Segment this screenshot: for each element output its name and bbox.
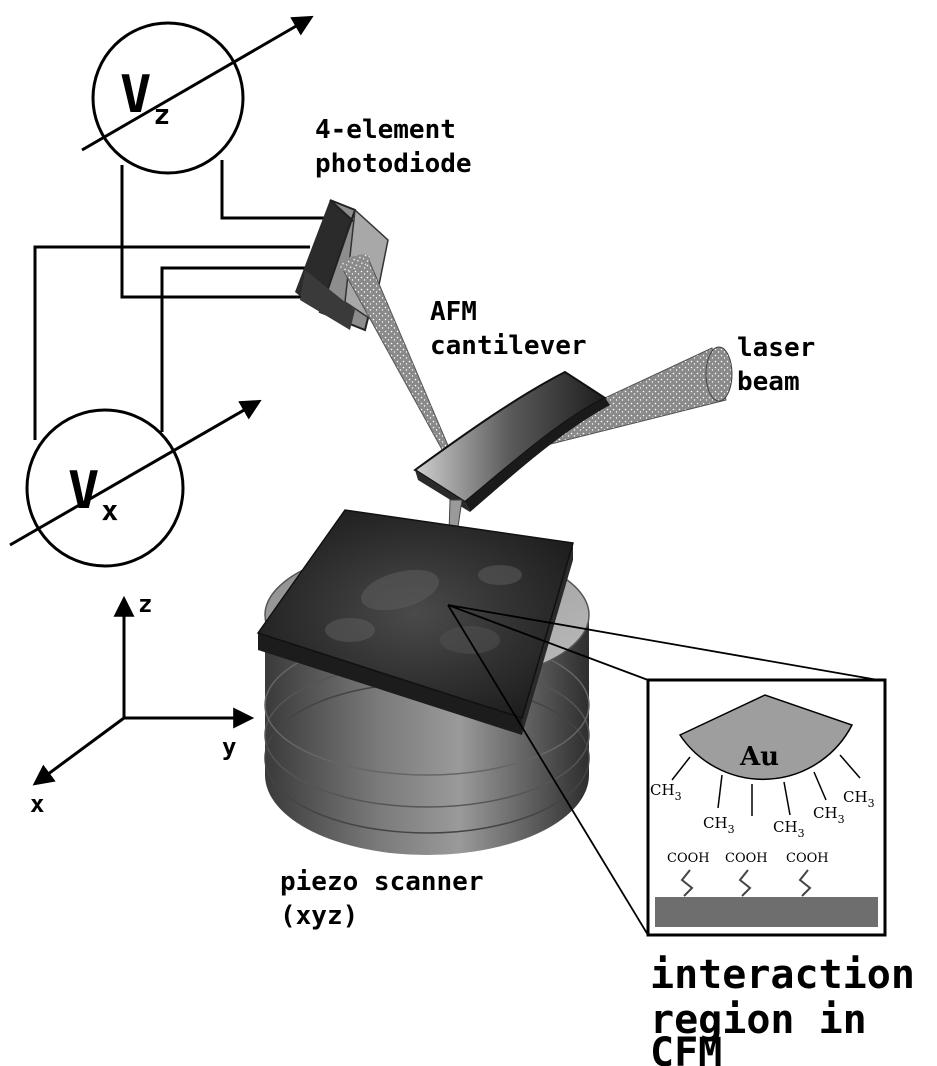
- vz-symbol: V: [120, 65, 151, 125]
- svg-text:Vz: Vz: [120, 65, 170, 131]
- region-label-line3: CFM: [650, 1030, 722, 1066]
- x-axis: [32, 716, 125, 786]
- ch3-group: CH3: [773, 818, 805, 840]
- ch3-group: CH3: [843, 788, 875, 810]
- cantilever: [413, 370, 610, 601]
- z-axis-label: z: [138, 590, 152, 618]
- x-axis-label: x: [30, 790, 44, 818]
- vx-subscript: x: [101, 494, 118, 527]
- coordinate-axes: [32, 595, 255, 786]
- wire-vx-left-to-photodiode: [33, 245, 310, 440]
- svg-text:Vx: Vx: [68, 461, 118, 527]
- zoom-lines: [447, 604, 879, 936]
- region-label-line2: region in: [650, 997, 867, 1043]
- photodiode-label-line1: 4-element: [315, 115, 456, 145]
- wire-vx-right-to-photodiode: [160, 266, 305, 432]
- ch3-group: CH3: [650, 781, 682, 803]
- interaction-inset: Au CH3 CH3 CH3 CH3 CH3 COOH COOH COOH: [646, 678, 887, 937]
- vx-adjust-arrow: [9, 399, 262, 547]
- scanner-label-line2: (xyz): [280, 901, 358, 931]
- vx-meter: Vx: [9, 399, 262, 568]
- photodiode-label-line2: photodiode: [315, 149, 472, 179]
- laser-label-line1: laser: [737, 333, 815, 363]
- cooh-group: COOH: [667, 851, 710, 866]
- cantilever-label-line2: cantilever: [430, 331, 587, 361]
- region-label-line1: interaction: [650, 952, 915, 998]
- vz-meter: Vz: [81, 15, 314, 175]
- vz-subscript: z: [153, 98, 170, 131]
- au-label: Au: [739, 742, 779, 772]
- wire-vz-to-photodiode: [220, 160, 328, 220]
- vx-symbol: V: [68, 461, 99, 521]
- sample-surface: [256, 509, 574, 735]
- cooh-group: COOH: [725, 851, 768, 866]
- laser-label-line2: beam: [737, 367, 800, 397]
- wire-vz-left-to-photodiode: [120, 165, 305, 299]
- y-axis-label: y: [222, 733, 236, 761]
- ch3-group: CH3: [813, 804, 845, 826]
- wiring: [33, 160, 328, 440]
- linker-chains: [680, 869, 812, 897]
- vz-adjust-arrow: [81, 15, 314, 152]
- ch3-group: CH3: [703, 814, 735, 836]
- cooh-group: COOH: [786, 851, 829, 866]
- scanner-label-line1: piezo scanner: [280, 867, 484, 897]
- substrate: [655, 897, 878, 927]
- au-tip: [678, 694, 854, 781]
- cantilever-label-line1: AFM: [430, 297, 477, 327]
